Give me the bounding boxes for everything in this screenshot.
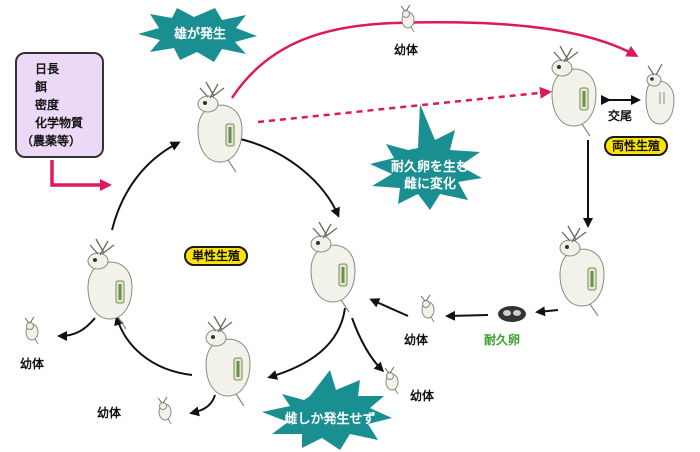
mating-label: 交尾 <box>608 109 633 123</box>
cycle-arrow-1 <box>235 137 340 218</box>
juvenile-label-egg: 幼体 <box>404 333 429 347</box>
resting-egg <box>498 306 526 322</box>
factor-food: 餌 <box>35 80 48 94</box>
resting-egg-female-line1: 耐久卵を生む <box>390 160 469 175</box>
male-development-arrow <box>230 21 639 99</box>
juvenile-label-top: 幼体 <box>394 43 419 57</box>
cycle-arrow-3 <box>114 315 193 376</box>
release-arrow-bottom <box>189 394 216 417</box>
release-arrow-left <box>57 317 96 341</box>
juvenile-label-bottom: 幼体 <box>97 406 122 420</box>
female-center <box>310 221 356 313</box>
trigger-arrow <box>50 160 112 191</box>
egg-hatch-arrow <box>445 310 489 321</box>
only-females-burst <box>262 370 392 450</box>
female-top-left <box>197 81 243 173</box>
juvenile-top <box>400 4 415 33</box>
female-change-arrow <box>257 86 552 124</box>
sexual-reproduction-label: 両性生殖 <box>604 136 669 156</box>
factor-pesticides: （農薬等） <box>21 134 82 148</box>
female-resting-egg <box>551 45 597 137</box>
resting-egg-label: 耐久卵 <box>484 333 521 347</box>
juvenile-label-center: 幼体 <box>410 389 435 403</box>
female-laying-egg <box>559 225 605 317</box>
resting-egg-female-line2: 雌に変化 <box>403 177 456 192</box>
only-females-text: 雌しか発生せず <box>284 412 376 427</box>
female-bottom <box>205 315 251 407</box>
cycle-arrow-2 <box>267 307 346 380</box>
juvenile-center <box>384 366 399 395</box>
male-appears-text: 雄が発生 <box>173 27 226 42</box>
factor-density: 密度 <box>35 98 60 112</box>
cycle-arrow-4 <box>111 141 181 231</box>
factor-day-length: 日長 <box>35 62 60 76</box>
male-daphnia <box>645 63 675 125</box>
juvenile-bottom <box>157 396 172 425</box>
female-left <box>87 238 133 330</box>
asexual-reproduction-label: 単性生殖 <box>184 246 249 266</box>
resting-egg-female-burst <box>370 104 482 210</box>
environmental-factors-box: 日長 餌 密度 化学物質 （農薬等） <box>15 52 104 158</box>
juvenile-label-left: 幼体 <box>20 357 45 371</box>
egg-laying-arrow <box>535 306 559 317</box>
juvenile-to-cycle-arrow <box>369 298 409 317</box>
juvenile-left <box>24 316 39 345</box>
release-arrow-center <box>351 317 385 373</box>
factor-chemicals: 化学物質 <box>35 116 84 130</box>
juvenile-from-egg <box>420 294 435 323</box>
male-appears-burst <box>138 8 257 62</box>
